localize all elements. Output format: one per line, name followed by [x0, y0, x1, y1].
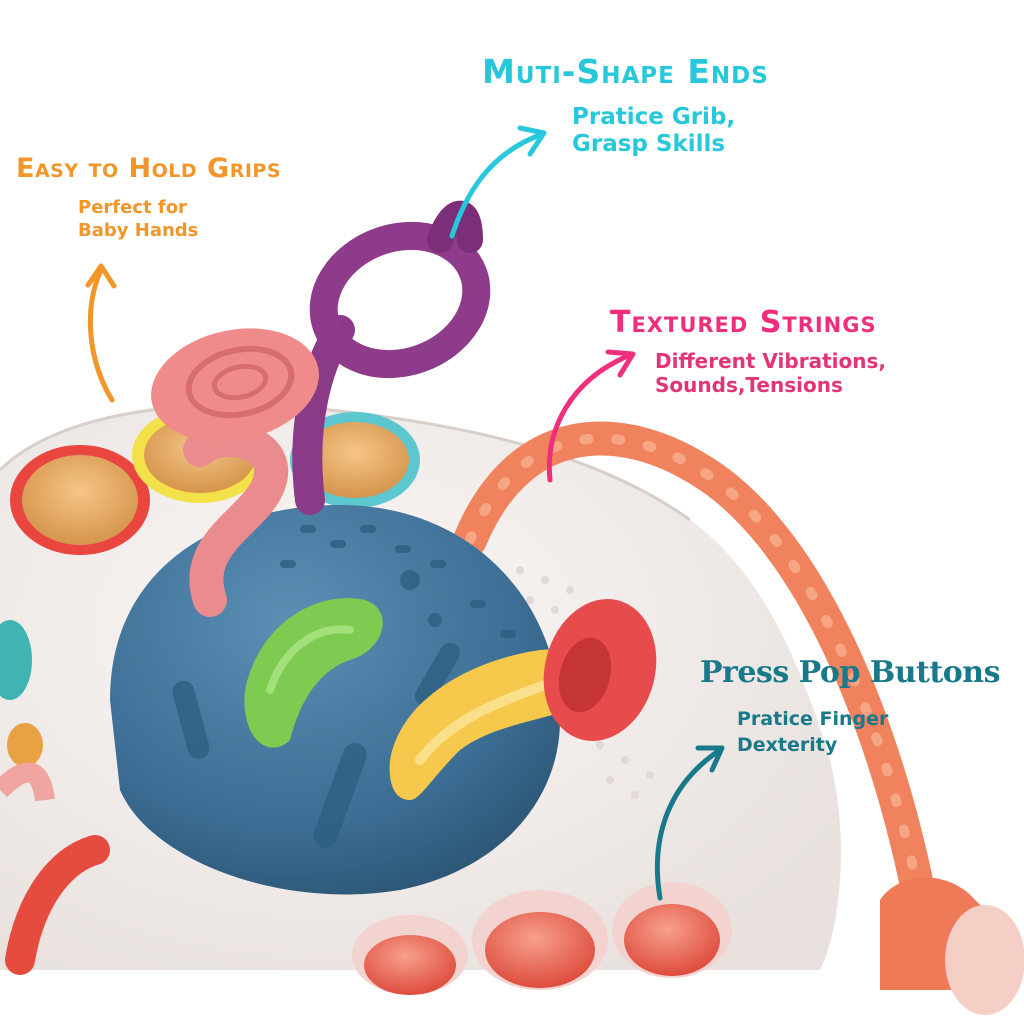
arrow-textured [546, 352, 633, 483]
arrow-pop-buttons [654, 747, 723, 901]
green-end [244, 598, 383, 748]
arrow-multi-shape [449, 132, 543, 239]
easy-grip-title: Easy to Hold Grips [16, 153, 282, 184]
pop-buttons-desc: Pratice Finger Dexterity [737, 706, 888, 758]
textured-strings-desc: Different Vibrations, Sounds,Tensions [655, 349, 886, 397]
arrow-easy-grip [87, 269, 115, 403]
multi-shape-line1: Pratice Grib, [572, 104, 736, 130]
multi-shape-desc: Pratice Grib, Grasp Skills [572, 104, 735, 158]
easy-grip-line1: Perfect for [78, 197, 187, 218]
easy-grip-line2: Baby Hands [78, 220, 199, 241]
pop-buttons-line1: Pratice Finger [737, 708, 889, 730]
multi-shape-title: Muti-Shape Ends [482, 52, 769, 91]
purple-loop [309, 221, 491, 379]
easy-grip-desc: Perfect for Baby Hands [78, 196, 198, 242]
textured-strings-title: Textured Strings [610, 305, 877, 340]
multi-shape-line2: Grasp Skills [572, 131, 726, 157]
pop-buttons [352, 882, 732, 995]
pop-buttons-line2: Dexterity [737, 734, 838, 756]
textured-line2: Sounds,Tensions [655, 373, 843, 397]
pop-buttons-title: Press Pop Buttons [700, 655, 1000, 690]
textured-line1: Different Vibrations, [655, 349, 886, 373]
